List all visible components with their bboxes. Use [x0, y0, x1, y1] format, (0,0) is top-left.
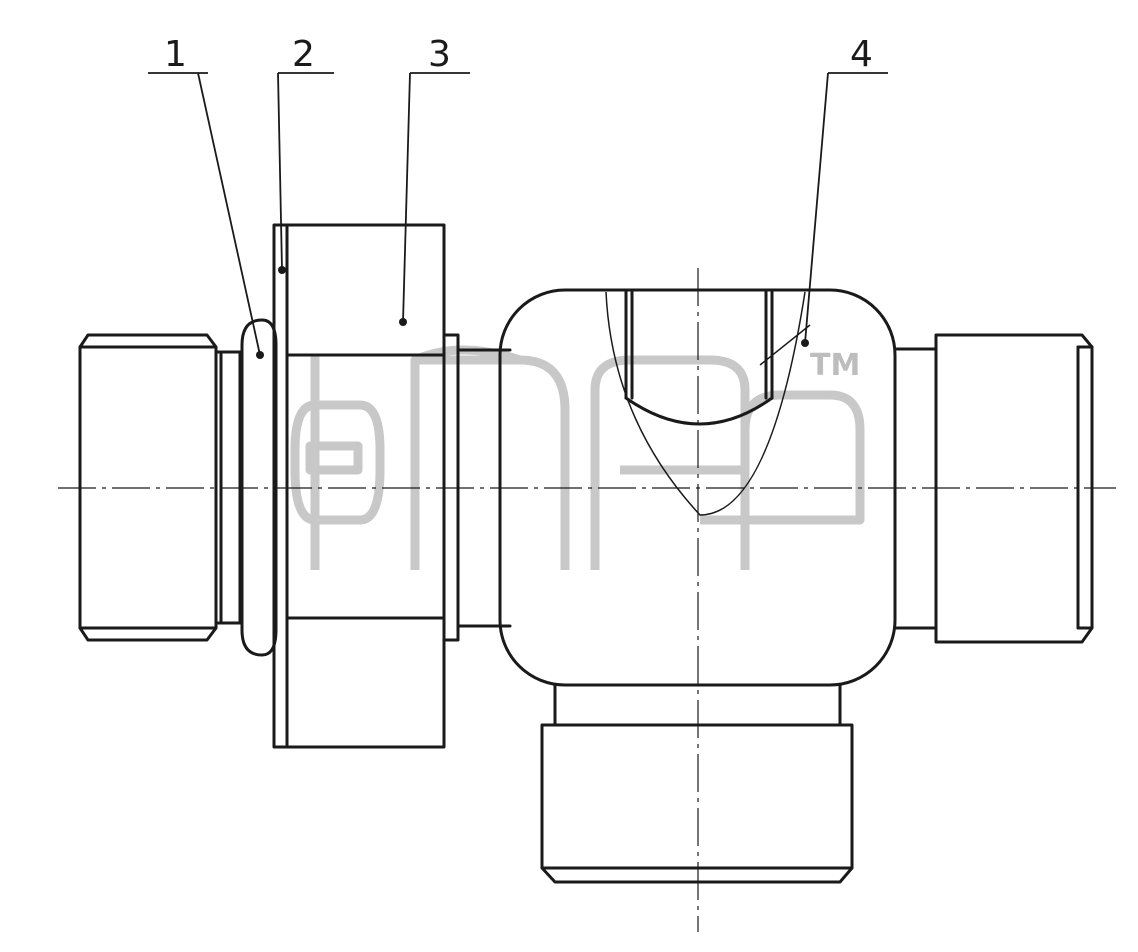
- callout-2: 2: [277, 34, 334, 274]
- callout-label-3: 3: [428, 34, 451, 75]
- trademark-mark: TM: [810, 348, 860, 383]
- callout-label-1: 1: [164, 34, 187, 75]
- callout-label-4: 4: [850, 34, 873, 75]
- left-threaded-end: [78, 333, 242, 642]
- callout-4: 4: [801, 34, 888, 347]
- callout-1: 1: [148, 34, 264, 359]
- callout-3: 3: [399, 34, 470, 326]
- tee-body-part-4: [498, 288, 897, 687]
- callout-label-2: 2: [292, 34, 315, 75]
- watermark-logo: TM: [290, 345, 865, 570]
- bottom-threaded-end: [540, 683, 854, 884]
- right-threaded-end: [893, 333, 1094, 644]
